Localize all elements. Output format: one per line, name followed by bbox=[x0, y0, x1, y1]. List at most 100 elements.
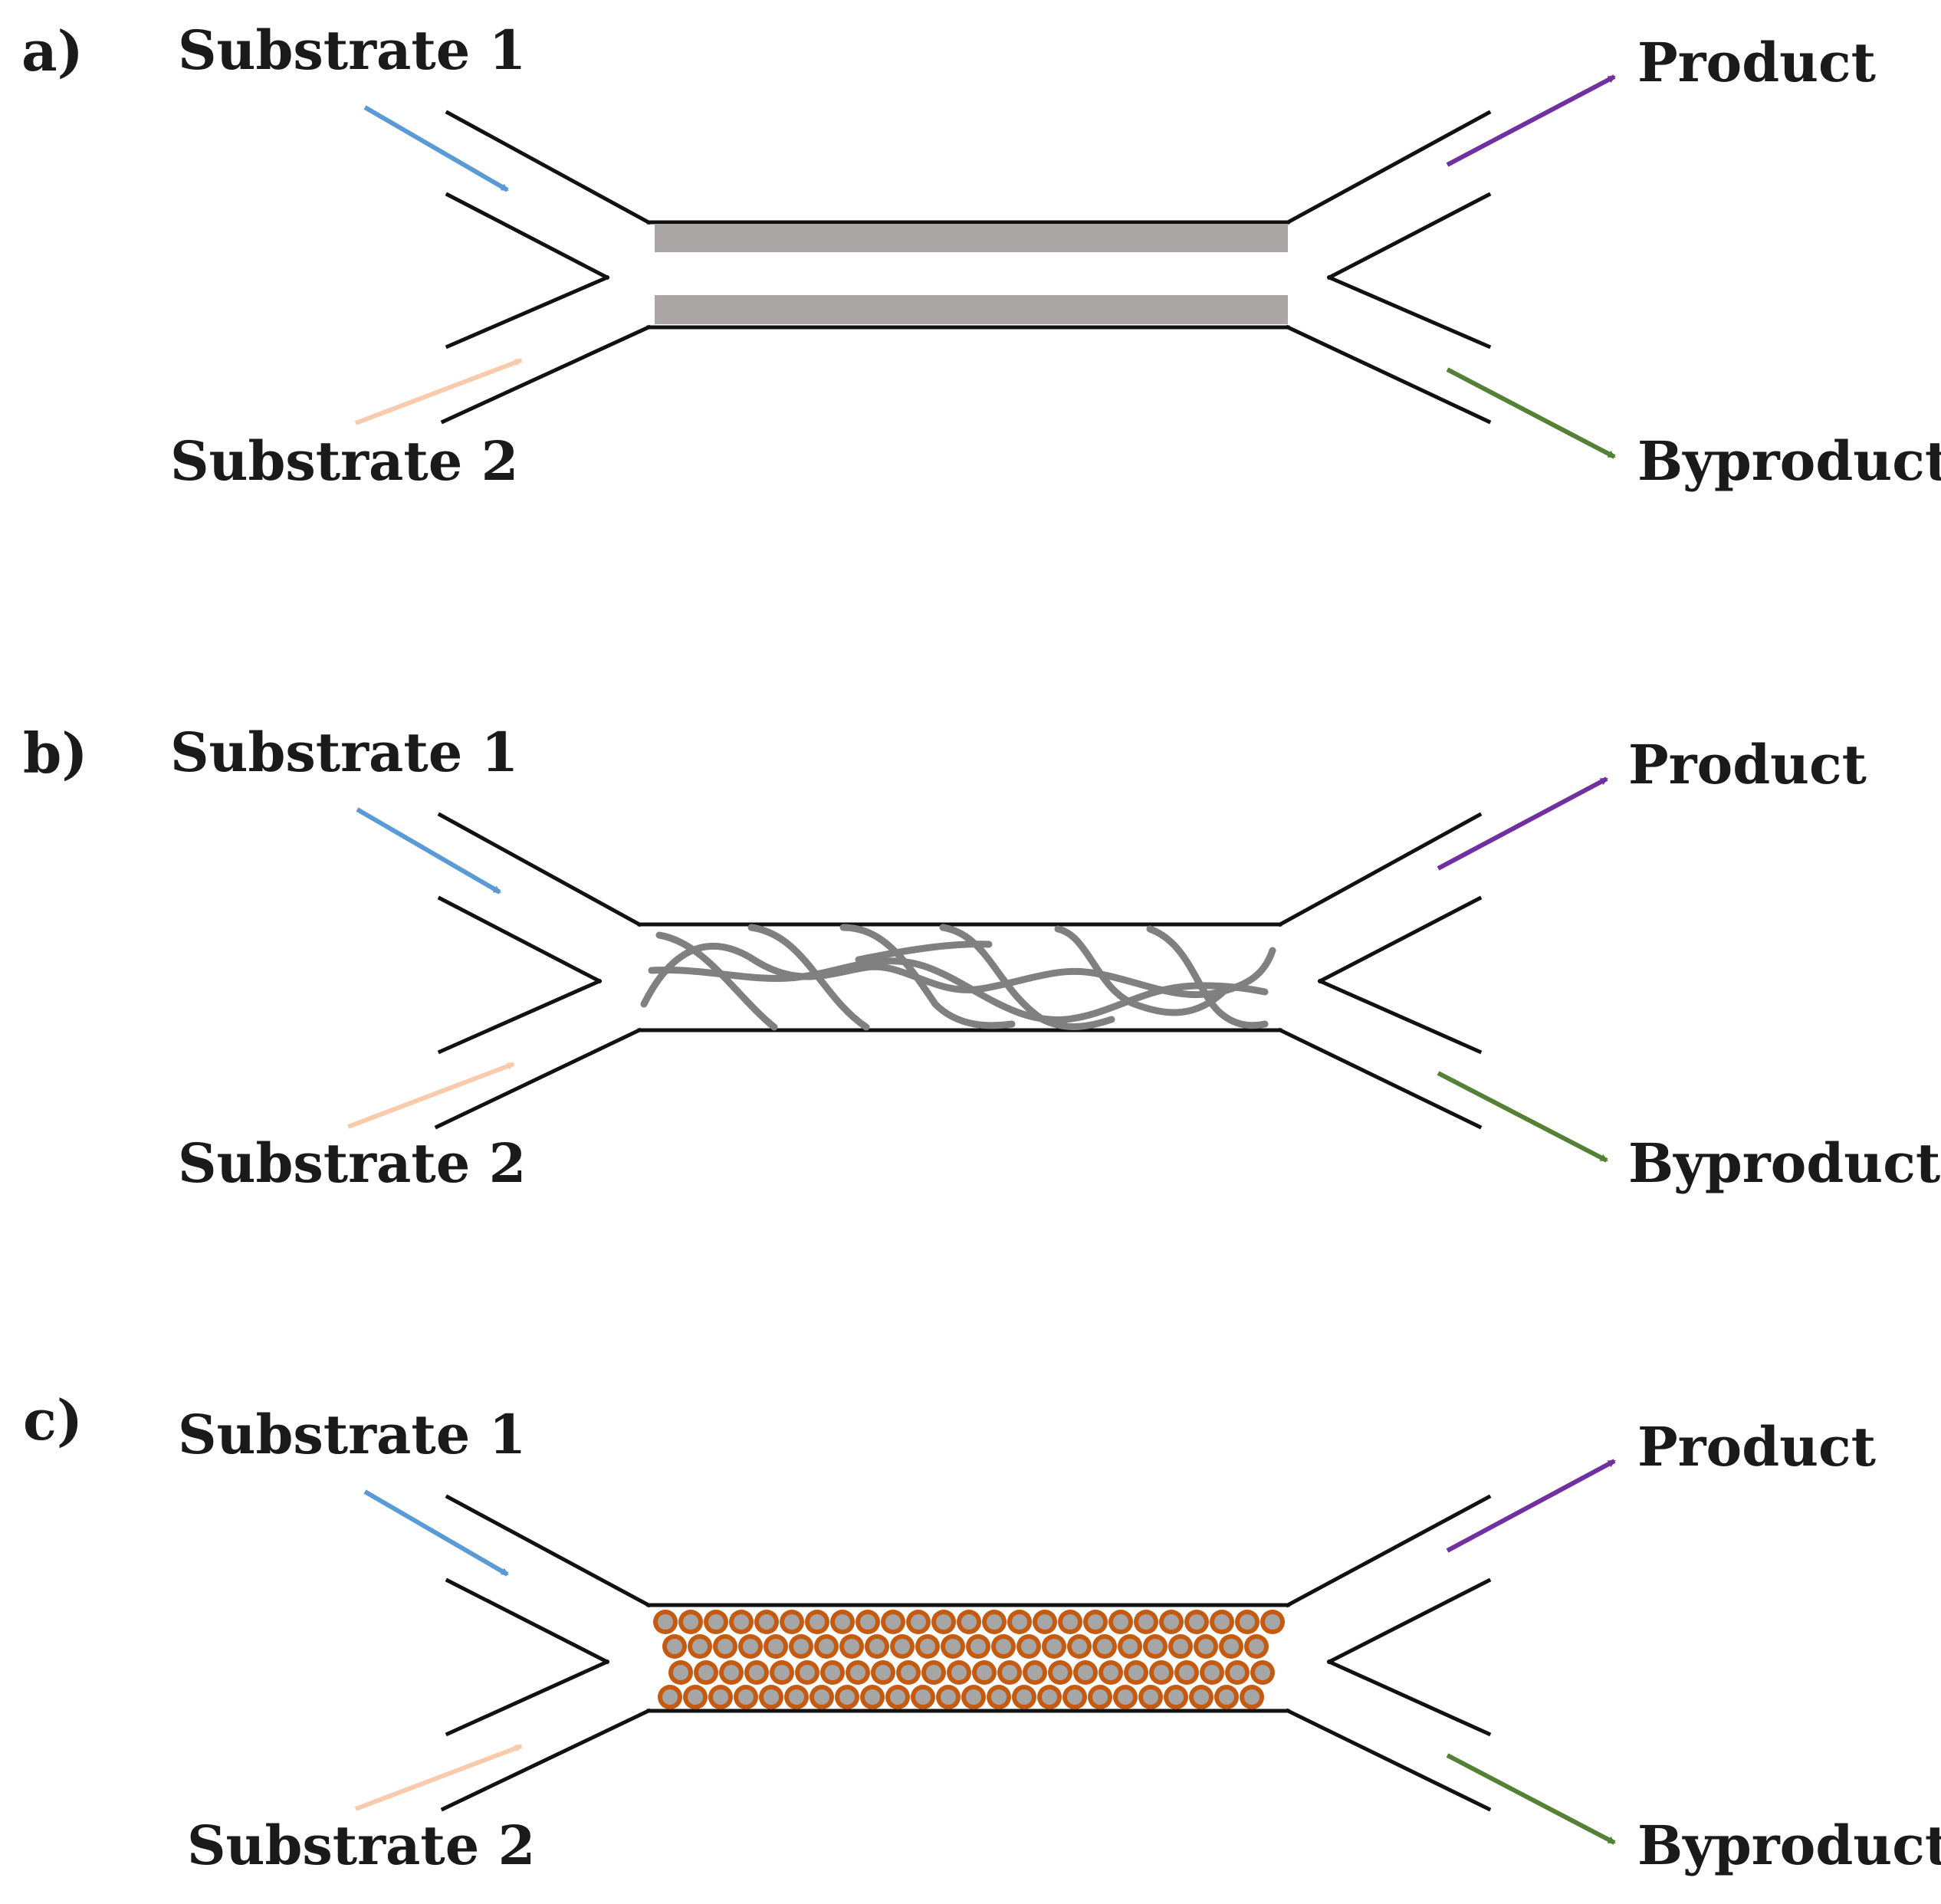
bead-core bbox=[1219, 1689, 1234, 1705]
panel-b-byproduct-arrow bbox=[1437, 1071, 1608, 1163]
panel-c-product-arrow bbox=[1446, 1459, 1616, 1553]
bead-core bbox=[1255, 1665, 1270, 1680]
bead-core bbox=[718, 1639, 733, 1654]
panel-a-substrate-1-label: Substrate 1 bbox=[178, 18, 526, 82]
bead-core bbox=[692, 1639, 708, 1654]
bead-core bbox=[819, 1639, 834, 1654]
bead-core bbox=[1062, 1614, 1078, 1630]
bead-core bbox=[768, 1639, 783, 1654]
panel-b-substrate-1-label: Substrate 1 bbox=[170, 721, 518, 784]
bead-core bbox=[1067, 1689, 1082, 1705]
bead-core bbox=[810, 1614, 825, 1630]
bead-core bbox=[1223, 1639, 1239, 1654]
bead-core bbox=[977, 1665, 992, 1680]
panel-c: c) Substrate 1 Substrate 2 Product Bypro… bbox=[23, 1387, 1941, 1877]
bead-core bbox=[911, 1614, 926, 1630]
panel-c-channel bbox=[440, 1494, 1492, 1812]
bead-core bbox=[945, 1639, 961, 1654]
panel-a-wall-coating-bottom bbox=[655, 295, 1288, 324]
bead-core bbox=[1244, 1689, 1260, 1705]
panel-c-byproduct-arrow bbox=[1446, 1753, 1616, 1845]
panel-c-substrate-2-arrow bbox=[354, 1744, 523, 1811]
bead-core bbox=[698, 1665, 714, 1680]
bead-core bbox=[1027, 1665, 1043, 1680]
bead-core bbox=[1194, 1689, 1209, 1705]
bead-core bbox=[743, 1639, 758, 1654]
bead-core bbox=[926, 1665, 941, 1680]
panel-b: b) Substrate 1 Substrate 2 Product Bypro… bbox=[23, 721, 1940, 1195]
panel-c-substrate-2-label: Substrate 2 bbox=[187, 1814, 535, 1877]
bead-core bbox=[1078, 1665, 1093, 1680]
panel-a-product-arrow bbox=[1446, 74, 1616, 167]
panel-a-substrate-2-label: Substrate 2 bbox=[170, 429, 518, 493]
bead-core bbox=[865, 1689, 880, 1705]
bead-core bbox=[860, 1614, 875, 1630]
bead-core bbox=[966, 1689, 981, 1705]
panel-a-byproduct-label: Byproduct bbox=[1637, 429, 1941, 493]
bead-core bbox=[895, 1639, 910, 1654]
bead-core bbox=[814, 1689, 829, 1705]
bead-core bbox=[759, 1614, 774, 1630]
bead-core bbox=[1143, 1689, 1158, 1705]
bead-core bbox=[1042, 1689, 1057, 1705]
bead-core bbox=[673, 1665, 688, 1680]
bead-core bbox=[793, 1639, 809, 1654]
panel-b-product-arrow bbox=[1437, 776, 1608, 871]
bead-core bbox=[1053, 1665, 1068, 1680]
bead-core bbox=[658, 1614, 673, 1630]
bead-core bbox=[1118, 1689, 1133, 1705]
bead-core bbox=[970, 1639, 986, 1654]
panel-a-product-label: Product bbox=[1637, 31, 1876, 94]
bead-core bbox=[1128, 1665, 1144, 1680]
bead-core bbox=[1092, 1689, 1108, 1705]
bead-core bbox=[784, 1614, 800, 1630]
panel-b-substrate-2-arrow bbox=[346, 1062, 515, 1129]
bead-core bbox=[800, 1665, 815, 1680]
bead-core bbox=[869, 1639, 885, 1654]
panel-c-byproduct-label: Byproduct bbox=[1637, 1814, 1941, 1877]
bead-core bbox=[1189, 1614, 1204, 1630]
bead-core bbox=[1164, 1614, 1179, 1630]
bead-core bbox=[890, 1689, 905, 1705]
bead-core bbox=[1249, 1639, 1264, 1654]
bead-core bbox=[1198, 1639, 1214, 1654]
bead-core bbox=[987, 1614, 1002, 1630]
bead-core bbox=[835, 1614, 850, 1630]
bead-core bbox=[839, 1689, 855, 1705]
bead-core bbox=[915, 1689, 931, 1705]
panel-b-substrate-1-arrow bbox=[356, 807, 501, 895]
bead-core bbox=[936, 1614, 951, 1630]
bead-core bbox=[1168, 1689, 1184, 1705]
bead-core bbox=[885, 1614, 901, 1630]
bead-core bbox=[920, 1639, 935, 1654]
bead-core bbox=[1148, 1639, 1163, 1654]
panel-c-substrate-1-label: Substrate 1 bbox=[178, 1403, 526, 1466]
bead-core bbox=[1122, 1639, 1138, 1654]
bead-core bbox=[713, 1689, 728, 1705]
panel-b-channel bbox=[434, 812, 1483, 1130]
bead-core bbox=[1265, 1614, 1280, 1630]
bead-core bbox=[1037, 1614, 1053, 1630]
bead-core bbox=[1002, 1665, 1017, 1680]
bead-core bbox=[1012, 1614, 1027, 1630]
bead-core bbox=[951, 1665, 967, 1680]
bead-core bbox=[734, 1614, 749, 1630]
bead-core bbox=[1214, 1614, 1230, 1630]
panel-a-wall-coating-top bbox=[655, 224, 1288, 252]
panel-a-channel bbox=[440, 110, 1492, 425]
bead-core bbox=[1113, 1614, 1128, 1630]
bead-core bbox=[764, 1689, 779, 1705]
bead-core bbox=[667, 1639, 682, 1654]
panel-c-product-label: Product bbox=[1637, 1415, 1876, 1479]
bead-core bbox=[1138, 1614, 1154, 1630]
bead-core bbox=[1240, 1614, 1255, 1630]
bead-core bbox=[996, 1639, 1011, 1654]
panel-c-substrate-1-arrow bbox=[363, 1489, 509, 1577]
bead-core bbox=[1016, 1689, 1032, 1705]
panel-b-byproduct-label: Byproduct bbox=[1628, 1131, 1940, 1195]
bead-core bbox=[738, 1689, 754, 1705]
bead-core bbox=[825, 1665, 840, 1680]
bead-core bbox=[941, 1689, 956, 1705]
bead-core bbox=[774, 1665, 790, 1680]
